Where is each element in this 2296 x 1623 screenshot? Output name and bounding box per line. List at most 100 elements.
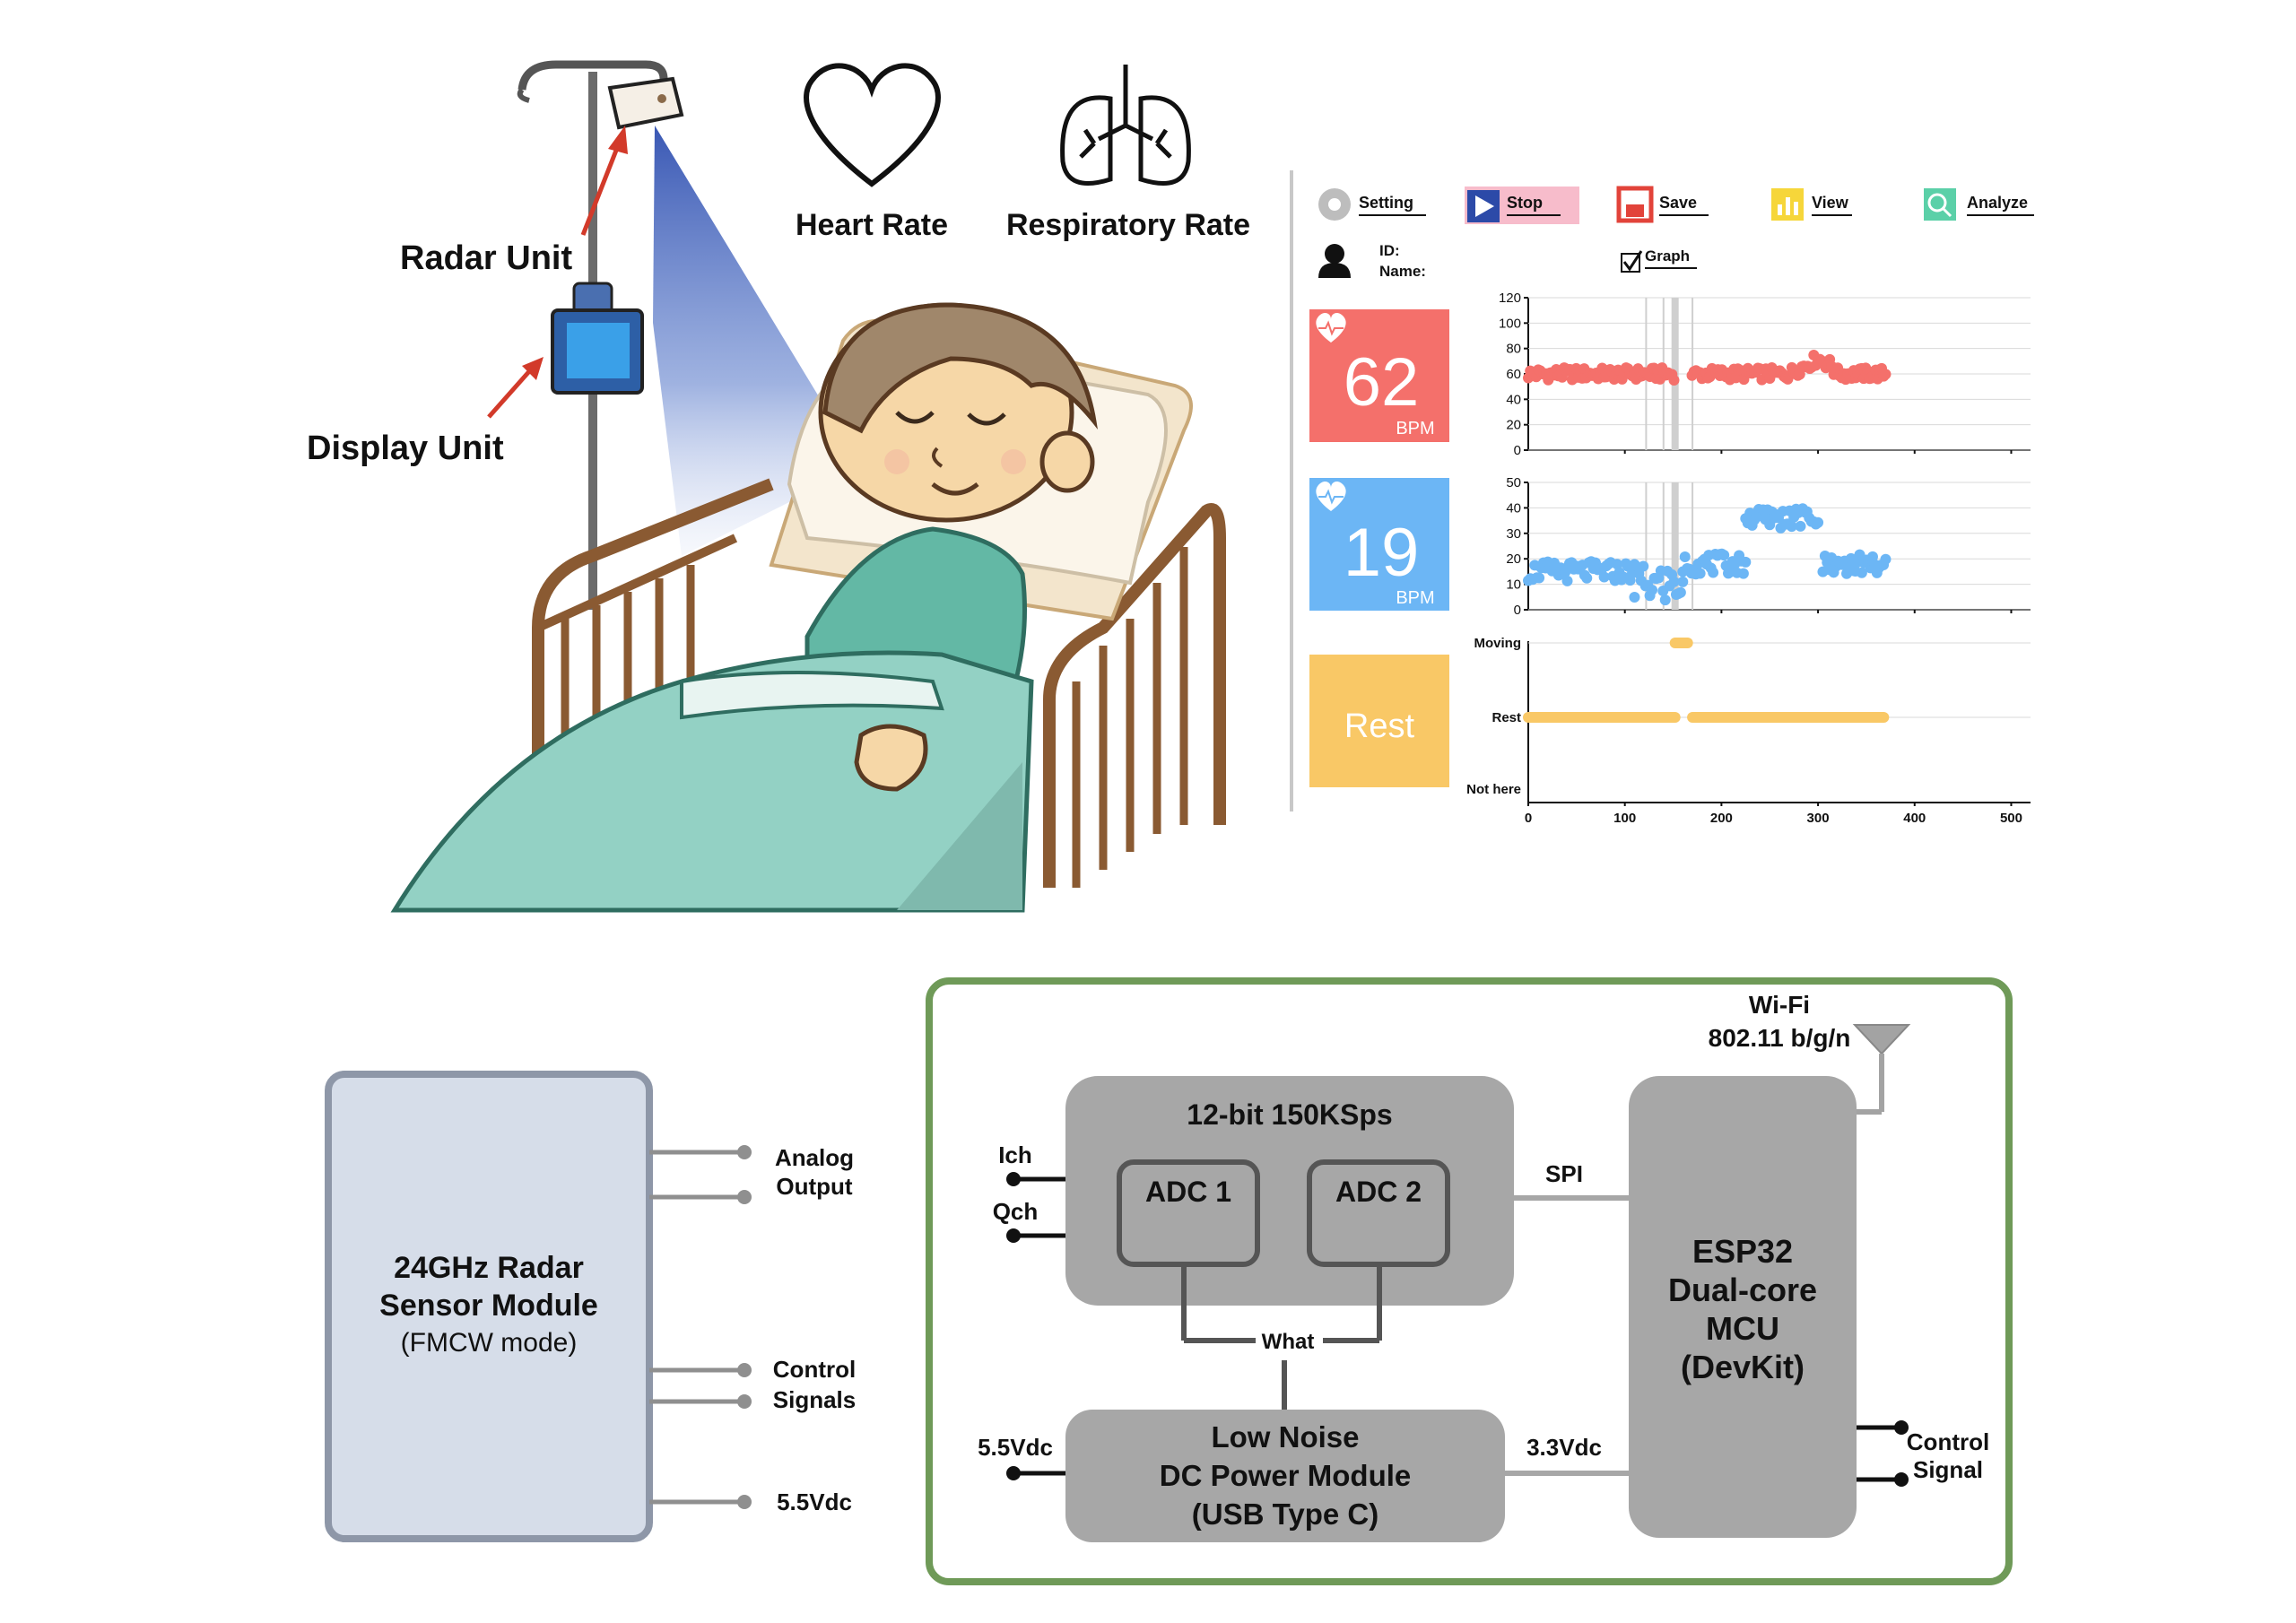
sensor-pins: [649, 1150, 744, 1505]
graph-checkbox[interactable]: Graph: [1621, 247, 1697, 273]
resp-rate-value: 19: [1344, 515, 1420, 591]
respiratory-rate-label: Respiratory Rate: [1006, 208, 1250, 242]
stop-button[interactable]: Stop: [1465, 187, 1579, 224]
rr-point: [1856, 567, 1867, 578]
display-unit-label: Display Unit: [307, 430, 504, 467]
sensor-mode: (FMCW mode): [401, 1328, 578, 1358]
monitor-app: Setting Stop Save View A: [1309, 186, 2034, 826]
rr-point: [1786, 521, 1797, 533]
play-icon: [1475, 195, 1494, 217]
wifi-label-2: 802.11 b/g/n: [1709, 1024, 1851, 1052]
antenna-icon: [1852, 1024, 1911, 1115]
state-tile-bg: [1309, 655, 1449, 787]
power-module: Low Noise DC Power Module (USB Type C): [1065, 1410, 1505, 1542]
rr-point: [1612, 559, 1623, 570]
patient-info: ID: Name:: [1318, 242, 1426, 280]
radar-unit-label: Radar Unit: [400, 239, 572, 277]
setting-label: Setting: [1359, 194, 1413, 212]
hospital-illustration: Radar Unit Display Unit Heart Rate Respi…: [307, 60, 1250, 913]
x-tick-label: 400: [1903, 811, 1926, 826]
analog-output-label-1: Analog: [775, 1144, 854, 1171]
qch-label: Qch: [993, 1198, 1039, 1225]
y-tick-label: 80: [1506, 342, 1521, 357]
x-tick-label: 0: [1525, 811, 1532, 826]
graph-label: Graph: [1645, 247, 1690, 265]
y-tick-label: 30: [1506, 526, 1521, 542]
hr-point: [1880, 369, 1892, 380]
esp-label-3: MCU: [1706, 1310, 1779, 1347]
what-label: What: [1262, 1330, 1315, 1354]
state-tile: Rest: [1309, 655, 1449, 787]
rr-point: [1598, 571, 1610, 583]
stop-label: Stop: [1507, 194, 1543, 212]
rr-point: [1629, 592, 1640, 603]
resp-monitor-icon: [1316, 482, 1346, 511]
setting-button[interactable]: Setting: [1318, 188, 1426, 221]
view-label: View: [1812, 194, 1849, 212]
sensor-pin-dots: [737, 1145, 752, 1509]
rr-point: [1581, 572, 1593, 584]
checkmark-icon: [1622, 250, 1643, 272]
state-value: Rest: [1344, 707, 1415, 745]
control-signals-label-2: Signals: [773, 1386, 856, 1413]
y-tick-label: 50: [1506, 475, 1521, 490]
sensor-title-1: 24GHz Radar: [394, 1251, 584, 1285]
rr-point: [1659, 595, 1671, 606]
patient-head: [818, 302, 1098, 523]
y-tick-label: 120: [1499, 291, 1521, 306]
esp-label-4: (DevKit): [1681, 1349, 1805, 1385]
radar-sensor-module: 24GHz Radar Sensor Module (FMCW mode): [325, 1071, 653, 1542]
board-outline: [926, 977, 2013, 1585]
rr-point: [1534, 572, 1545, 584]
esp-control-label-1: Control: [1907, 1428, 1989, 1455]
adc2-label: ADC 2: [1335, 1176, 1422, 1208]
y-tick-label: 60: [1506, 367, 1521, 382]
category-label: Not here: [1466, 782, 1521, 797]
x-tick-label: 500: [2000, 811, 2022, 826]
rr-point: [1560, 567, 1571, 578]
save-button[interactable]: Save: [1616, 186, 1709, 223]
adc1-box: [1117, 1159, 1260, 1267]
rr-point: [1561, 575, 1573, 586]
power-label-3: (USB Type C): [1192, 1497, 1378, 1531]
category-label: Rest: [1492, 710, 1521, 725]
rr-point: [1740, 556, 1752, 568]
control-signals-label-1: Control: [773, 1356, 856, 1383]
rr-point: [1694, 568, 1706, 579]
resp-rate-tile: 19 BPM: [1309, 478, 1449, 611]
rr-point: [1674, 586, 1686, 598]
y-tick-label: 40: [1506, 500, 1521, 516]
heart-rate-value: 62: [1344, 344, 1420, 421]
y-tick-label: 100: [1499, 316, 1521, 331]
adc-power-link: [1181, 1264, 1382, 1410]
rr-point: [1718, 550, 1730, 561]
heart-rate-tile: 62 BPM: [1309, 309, 1449, 442]
x-tick-label: 100: [1613, 811, 1636, 826]
rr-point: [1708, 567, 1719, 578]
y-tick-label: 20: [1506, 418, 1521, 433]
patient-name-label: Name:: [1379, 263, 1426, 280]
power-input-dot: [1006, 1466, 1021, 1480]
x-tick-label: 200: [1710, 811, 1733, 826]
power-label-1: Low Noise: [1211, 1420, 1359, 1454]
esp32-block: ESP32 Dual-core MCU (DevKit): [1629, 1076, 1857, 1538]
power-label-2: DC Power Module: [1160, 1459, 1412, 1492]
view-button[interactable]: View: [1771, 188, 1852, 221]
analog-output-label-2: Output: [776, 1173, 853, 1200]
rr-point: [1880, 553, 1892, 565]
analyze-button[interactable]: Analyze: [1924, 188, 2034, 221]
adc1-label: ADC 1: [1145, 1176, 1231, 1208]
esp-label-1: ESP32: [1692, 1233, 1793, 1270]
analyze-label: Analyze: [1967, 194, 2028, 212]
adc-inputs: [1006, 1172, 1065, 1243]
rr-point: [1813, 516, 1824, 528]
heart-icon: [804, 63, 941, 187]
esp-control-pins: [1857, 1420, 1909, 1487]
display-unit-device: [551, 282, 644, 395]
patient-hand: [854, 724, 928, 792]
user-icon: [1325, 244, 1344, 264]
wifi-label-1: Wi-Fi: [1749, 991, 1810, 1019]
